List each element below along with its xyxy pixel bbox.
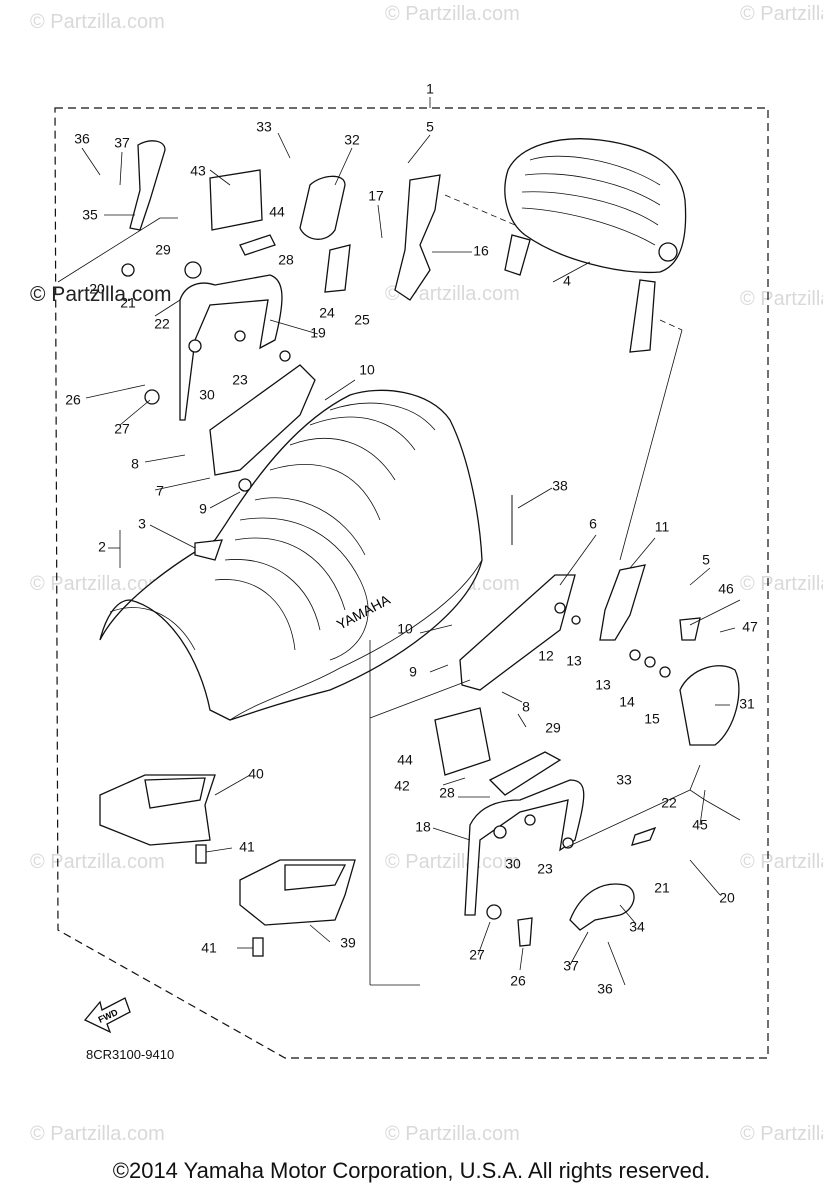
callout: 33	[256, 119, 272, 135]
callout: 21	[120, 295, 136, 311]
callout: 40	[248, 766, 264, 782]
callout: 45	[692, 817, 708, 833]
backrest	[504, 138, 687, 353]
callout: 8	[131, 456, 139, 472]
callout: 36	[74, 131, 90, 147]
fwd-arrow-icon: FWD	[83, 997, 131, 1034]
callout: 26	[510, 973, 526, 989]
watermark: © Partzilla.com	[30, 11, 165, 33]
callout: 29	[545, 720, 561, 736]
callout: 28	[278, 252, 294, 268]
callout: 24	[319, 305, 335, 321]
callout: 44	[269, 204, 285, 220]
callout: 16	[473, 243, 489, 259]
callout: 4	[563, 273, 571, 289]
relation-lines	[57, 194, 691, 986]
callout: 25	[354, 312, 370, 328]
watermark: © Partzilla.com	[385, 851, 520, 873]
callout: 5	[702, 552, 710, 568]
callout: 33	[616, 772, 632, 788]
callout: 42	[394, 778, 410, 794]
callout: 34	[629, 919, 645, 935]
callout: 5	[426, 119, 434, 135]
callout: 12	[538, 648, 554, 664]
callout: 30	[505, 856, 521, 872]
callout: 7	[156, 483, 164, 499]
callout: 37	[114, 135, 130, 151]
callout: 31	[739, 696, 755, 712]
diagram-code: 8CR3100-9410	[86, 1047, 175, 1062]
callout: 1	[426, 81, 434, 97]
assembly-boundary	[54, 107, 769, 1059]
callout: 38	[552, 478, 568, 494]
seat: YAMAHA	[99, 389, 483, 721]
callout: 30	[199, 387, 215, 403]
watermark: © Partzilla.com	[740, 573, 823, 595]
watermark: © Partzilla.com	[385, 3, 520, 25]
callout: 17	[368, 188, 384, 204]
callout: 27	[114, 421, 130, 437]
callout: 14	[619, 694, 635, 710]
callout: 9	[199, 501, 207, 517]
callout: 46	[718, 581, 734, 597]
callout: 22	[154, 316, 170, 332]
callout: 21	[654, 880, 670, 896]
callout: 22	[661, 795, 677, 811]
left-bracket-assembly	[121, 140, 441, 492]
callout: 13	[566, 653, 582, 669]
callout: 9	[409, 664, 417, 680]
callout: 10	[359, 362, 375, 378]
callout: 39	[340, 935, 356, 951]
watermark: © Partzilla.com	[740, 3, 823, 25]
callout: 20	[89, 281, 105, 297]
watermark: © Partzilla.com	[740, 851, 823, 873]
callout: 10	[397, 621, 413, 637]
watermark: © Partzilla.com	[385, 1123, 520, 1145]
copyright-footer: ©2014 Yamaha Motor Corporation, U.S.A. A…	[112, 1158, 711, 1183]
footrest-pads	[99, 774, 356, 957]
partzilla-watermark: © Partzilla.com	[30, 283, 172, 306]
callout: 2	[98, 539, 106, 555]
watermark: © Partzilla.com	[30, 573, 165, 595]
watermark: © Partzilla.com	[740, 288, 823, 310]
callout: 20	[719, 890, 735, 906]
callout: 8	[522, 699, 530, 715]
callout: 28	[439, 785, 455, 801]
leader-lines	[81, 132, 741, 986]
callout: 26	[65, 392, 81, 408]
right-bracket-assembly	[434, 564, 741, 947]
watermark: © Partzilla.com	[740, 1123, 823, 1145]
callout: 18	[415, 819, 431, 835]
callout: 32	[344, 132, 360, 148]
callout: 3	[138, 516, 146, 532]
watermark: © Partzilla.com	[30, 1123, 165, 1145]
callout: 41	[201, 940, 217, 956]
callout: 41	[239, 839, 255, 855]
callout: 35	[82, 207, 98, 223]
callout: 27	[469, 947, 485, 963]
watermark: © Partzilla.com	[30, 851, 165, 873]
callout: 23	[232, 372, 248, 388]
callout: 19	[310, 325, 326, 341]
callout-layer: 1 2 3 4 5 5 6 7 8 8 9 9 10 10 11 12 13 1…	[65, 81, 758, 997]
callout: 29	[155, 242, 171, 258]
callout: 15	[644, 711, 660, 727]
callout: 13	[595, 677, 611, 693]
callout: 11	[655, 519, 670, 535]
callout: 43	[190, 163, 206, 179]
callout: 23	[537, 861, 553, 877]
watermark-layer: © Partzilla.com © Partzilla.com © Partzi…	[30, 3, 823, 1145]
callout: 37	[563, 958, 579, 974]
callout: 6	[589, 516, 597, 532]
callout: 44	[397, 752, 413, 768]
callout: 47	[742, 619, 758, 635]
watermark: © Partzilla.com	[385, 283, 520, 305]
callout: 36	[597, 981, 613, 997]
